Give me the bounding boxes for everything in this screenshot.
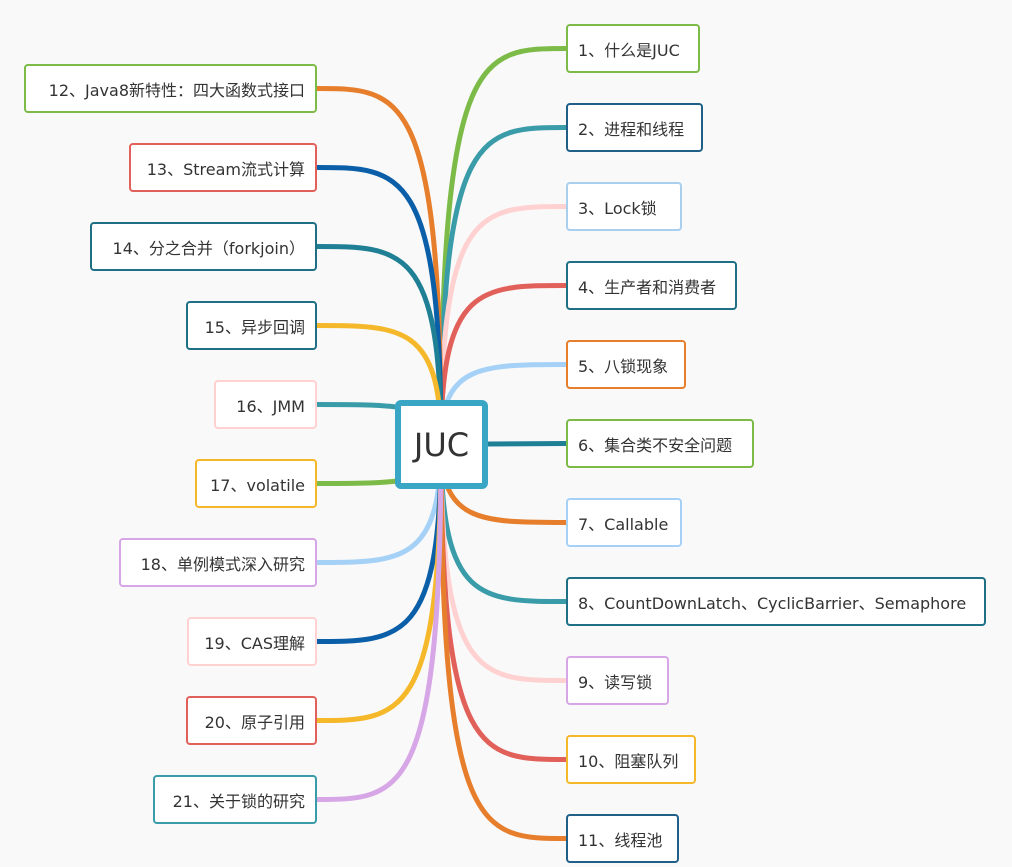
edge-12 <box>314 86 444 447</box>
branch-node-12[interactable]: 12、Java8新特性：四大函数式接口 <box>24 64 317 113</box>
branch-node-13[interactable]: 13、Stream流式计算 <box>129 143 317 192</box>
branch-label: 2、进程和线程 <box>578 119 685 139</box>
edge-11 <box>438 441 569 841</box>
branch-label: 5、八锁现象 <box>578 356 669 376</box>
branch-label: 11、线程池 <box>578 830 663 850</box>
branch-node-1[interactable]: 1、什么是JUC <box>566 24 700 73</box>
branch-label: 15、异步回调 <box>204 317 305 337</box>
branch-node-11[interactable]: 11、线程池 <box>566 814 679 863</box>
branch-label: 6、集合类不安全问题 <box>578 435 733 455</box>
branch-node-9[interactable]: 9、读写锁 <box>566 656 669 705</box>
branch-node-3[interactable]: 3、Lock锁 <box>566 182 682 231</box>
branch-label: 19、CAS理解 <box>204 633 305 653</box>
branch-node-20[interactable]: 20、原子引用 <box>186 696 317 745</box>
branch-node-19[interactable]: 19、CAS理解 <box>187 617 317 666</box>
branch-label: 3、Lock锁 <box>578 198 657 218</box>
branch-label: 4、生产者和消费者 <box>578 277 717 297</box>
branch-label: 16、JMM <box>236 396 305 416</box>
branch-node-7[interactable]: 7、Callable <box>566 498 682 547</box>
branch-label: 1、什么是JUC <box>578 40 680 60</box>
branch-label: 18、单例模式深入研究 <box>140 554 305 574</box>
root-node[interactable]: JUC <box>395 400 488 489</box>
branch-label: 10、阻塞队列 <box>578 751 679 771</box>
branch-node-15[interactable]: 15、异步回调 <box>186 301 317 350</box>
branch-label: 7、Callable <box>578 514 669 534</box>
edge-3 <box>438 204 569 447</box>
branch-label: 9、读写锁 <box>578 672 653 692</box>
branch-label: 8、CountDownLatch、CyclicBarrier、Semaphore <box>578 593 967 613</box>
edge-21 <box>314 441 444 802</box>
branch-label: 13、Stream流式计算 <box>146 159 305 179</box>
edge-14 <box>314 244 444 447</box>
branch-node-10[interactable]: 10、阻塞队列 <box>566 735 696 784</box>
branch-node-21[interactable]: 21、关于锁的研究 <box>153 775 317 824</box>
branch-node-8[interactable]: 8、CountDownLatch、CyclicBarrier、Semaphore <box>566 577 986 626</box>
branch-label: 17、volatile <box>210 475 305 495</box>
edge-13 <box>314 165 444 447</box>
branch-node-5[interactable]: 5、八锁现象 <box>566 340 686 389</box>
branch-node-17[interactable]: 17、volatile <box>195 459 317 508</box>
branch-label: 12、Java8新特性：四大函数式接口 <box>48 80 305 100</box>
branch-node-18[interactable]: 18、单例模式深入研究 <box>119 538 317 587</box>
branch-node-4[interactable]: 4、生产者和消费者 <box>566 261 737 310</box>
branch-node-6[interactable]: 6、集合类不安全问题 <box>566 419 754 468</box>
branch-node-14[interactable]: 14、分之合并（forkjoin） <box>90 222 317 271</box>
branch-node-2[interactable]: 2、进程和线程 <box>566 103 703 152</box>
root-label: JUC <box>413 425 470 464</box>
branch-label: 20、原子引用 <box>204 712 305 732</box>
branch-label: 14、分之合并（forkjoin） <box>112 238 305 258</box>
edge-6 <box>484 441 569 447</box>
branch-label: 21、关于锁的研究 <box>172 791 305 811</box>
branch-node-16[interactable]: 16、JMM <box>214 380 317 429</box>
